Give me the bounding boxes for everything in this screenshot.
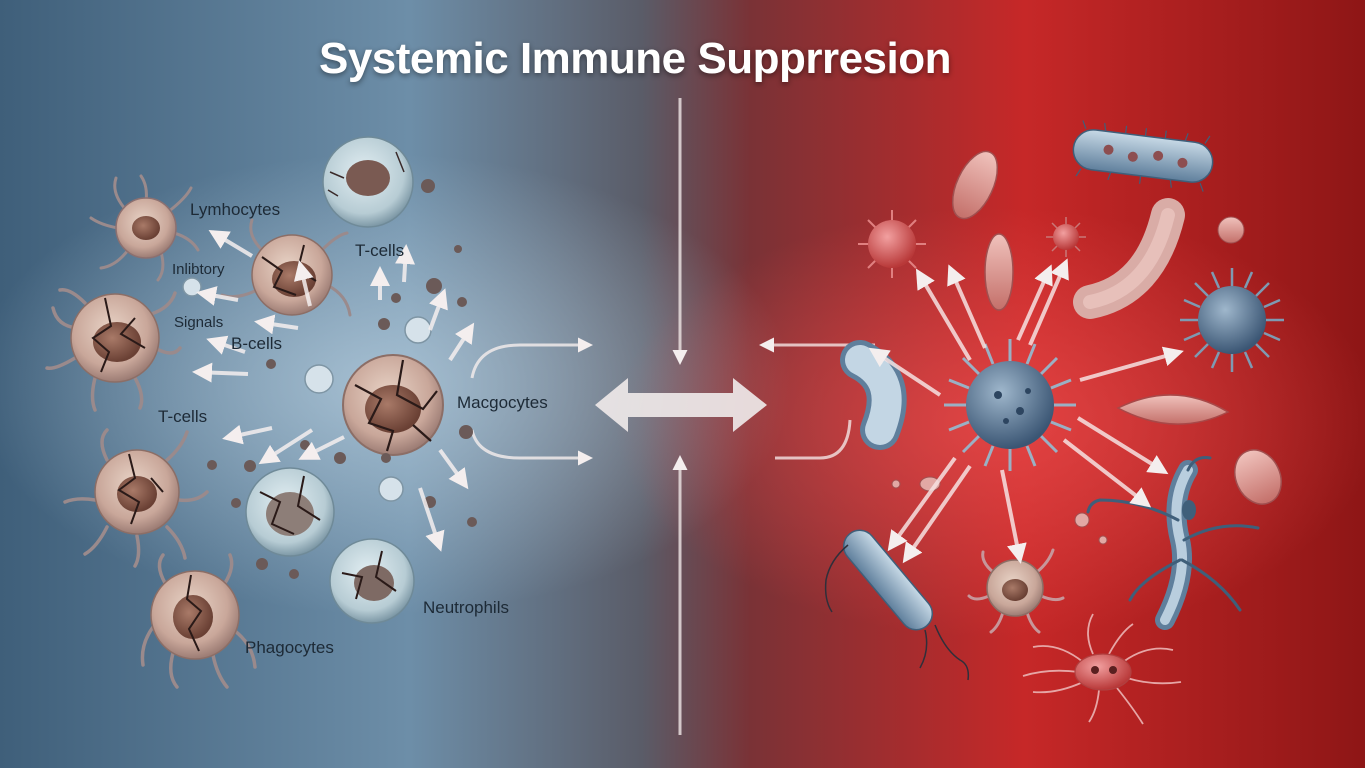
- label-macrocytes: Macgocytes: [457, 393, 548, 412]
- cracked-t-cell: [63, 428, 209, 568]
- label-inhibitory: Inlibtory: [172, 261, 225, 278]
- label-t-cells-left: T-cells: [158, 407, 208, 426]
- label-lymphocytes: Lymhocytes: [190, 200, 281, 219]
- cracked-macrocyte-cell: [342, 354, 444, 456]
- small-sphere: [1217, 216, 1245, 244]
- blue-flagellate: [1086, 456, 1260, 630]
- cracked-immune-cell: [45, 288, 182, 412]
- pink-rod-bacterium: [984, 233, 1014, 311]
- label-b-cells: B-cells: [231, 334, 283, 353]
- red-lens-shape: [1116, 394, 1230, 425]
- rod-bacterium-top: [1072, 120, 1214, 192]
- label-phagocytes: Phagocytes: [245, 638, 334, 657]
- label-signals: Signals: [174, 314, 224, 331]
- cracked-grey-cell: [245, 467, 335, 557]
- diagram-title: Systemic Immune Supprresion: [318, 34, 952, 83]
- pink-oval-cell: [1234, 449, 1282, 505]
- pathogens: [824, 120, 1284, 725]
- label-t-cells-top: T-cells: [355, 241, 405, 260]
- neutrophil-cell: [329, 538, 415, 624]
- signal-arrows: [192, 229, 475, 552]
- cracked-phagocyte-cell: [140, 553, 257, 689]
- pink-amoeba-cell: [967, 548, 1065, 634]
- blue-cell: [322, 136, 414, 228]
- double-headed-arrow: [595, 378, 767, 432]
- blue-virus-right: [1180, 268, 1284, 372]
- blue-rod-bacterium: [842, 529, 934, 631]
- pathogen-spread-arrows: [868, 258, 1184, 564]
- central-blue-virus: [944, 339, 1076, 471]
- red-spiky-organism: [1022, 613, 1182, 725]
- pink-bacterium: [951, 150, 999, 220]
- blue-curved-bacterium: [840, 340, 907, 450]
- left-curved-arrows: [470, 337, 593, 466]
- small-red-virus: [1046, 217, 1086, 257]
- immune-cells: [45, 136, 477, 689]
- bacterium-flagella: [824, 544, 970, 681]
- label-neutrophils: Neutrophils: [423, 598, 509, 617]
- small-pink-particles: [891, 476, 1108, 545]
- lymphocyte-cell: [89, 174, 200, 282]
- red-virus: [858, 210, 926, 278]
